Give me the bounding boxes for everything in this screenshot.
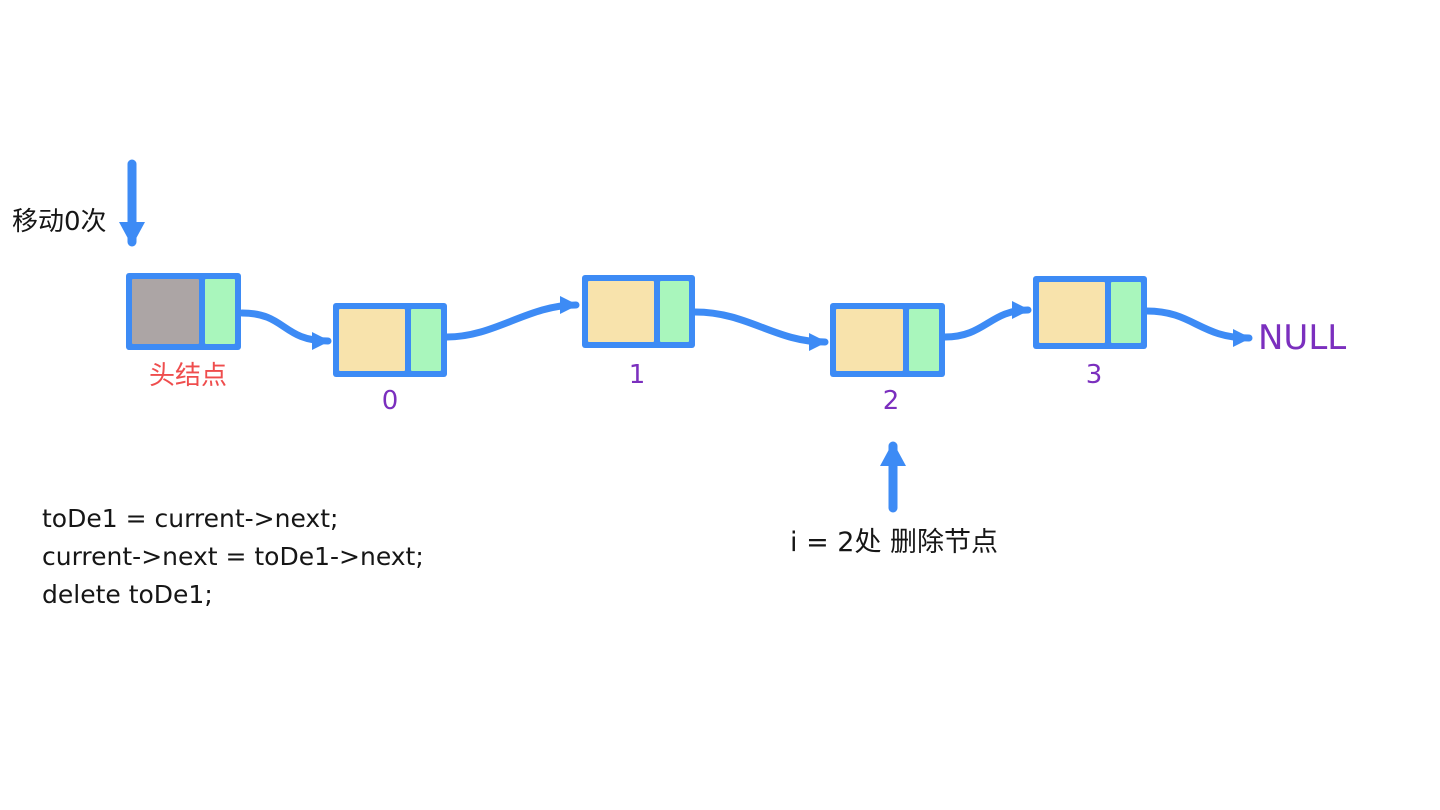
node0-data-cell: [339, 309, 406, 371]
node0-index-label: 0: [381, 386, 399, 416]
head-node-next-cell: [204, 279, 235, 344]
code-snippet: toDe1 = current->next; current->next = t…: [42, 500, 424, 614]
code-line-2: current->next = toDe1->next;: [42, 542, 424, 571]
list-node-1: [582, 275, 695, 348]
list-node-2: [830, 303, 945, 377]
node1-next-cell: [659, 281, 689, 342]
node1-index-label: 1: [628, 360, 646, 390]
node0-next-cell: [411, 309, 441, 371]
pointer-arrow-node2-to-node3: [941, 301, 1032, 341]
head-node-label: 头结点: [148, 361, 228, 391]
pointer-arrow-node1-to-node2: [691, 308, 829, 351]
node1-data-cell: [588, 281, 654, 342]
list-node-0: [333, 303, 447, 377]
node3-data-cell: [1039, 282, 1106, 343]
node2-index-label: 2: [882, 386, 900, 416]
node2-next-cell: [908, 309, 939, 371]
node2-data-cell: [836, 309, 903, 371]
pointer-arrow-node3-to-null: [1143, 307, 1253, 347]
list-node-3: [1033, 276, 1147, 349]
node3-index-label: 3: [1085, 360, 1103, 390]
head-node: [126, 273, 241, 350]
head-node-data-cell: [132, 279, 199, 344]
code-line-3: delete toDe1;: [42, 580, 213, 609]
pointer-arrow-node0-to-node1: [443, 296, 580, 341]
delete-position-annotation: i = 2处 删除节点: [790, 527, 999, 558]
move-count-annotation: 移动0次: [12, 207, 107, 237]
null-terminator-label: NULL: [1258, 318, 1347, 358]
code-line-1: toDe1 = current->next;: [42, 504, 339, 533]
pointer-arrow-head-to-node0: [238, 309, 332, 350]
node3-next-cell: [1111, 282, 1141, 343]
